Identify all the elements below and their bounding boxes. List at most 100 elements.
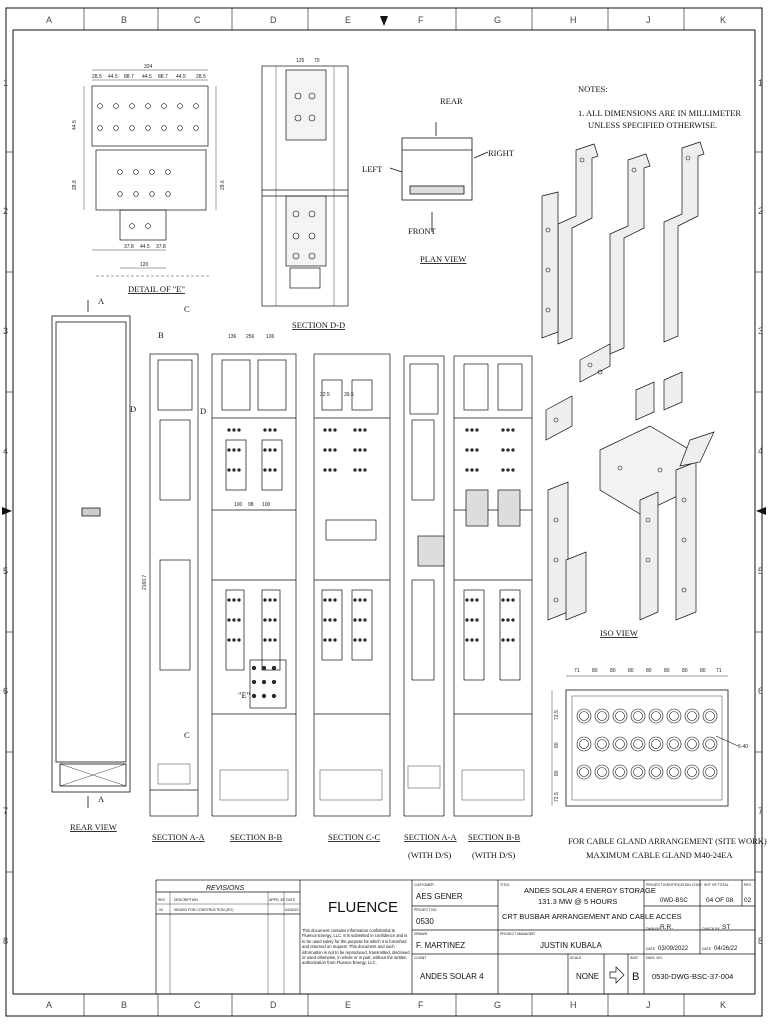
hole-mark [358,598,362,602]
section-dd-label: SECTION D-D [292,320,345,330]
hole-mark [271,665,277,671]
plan-view-label: PLAN VIEW [420,254,466,264]
grid-col-label: C [194,1000,201,1010]
hole-mark [687,711,697,721]
section-busbar-holes [227,428,515,699]
hole-mark [648,764,664,780]
customer-label: CUSTOMER [414,883,434,887]
hole-mark [271,679,277,685]
hole-mark [193,103,199,109]
hole-mark [630,764,646,780]
hole-mark [232,618,236,622]
hole-mark [475,468,479,472]
hole-mark [576,764,592,780]
client-label: CLIENT [414,956,427,960]
hole-mark [161,103,167,109]
hole-mark [97,103,103,109]
hole-mark [227,618,231,622]
hole-mark [227,448,231,452]
size-label: SIZE [630,956,638,960]
dim-label: 29.6 [220,180,226,190]
hole-mark [263,468,267,472]
hole-mark [475,448,479,452]
hole-mark [475,638,479,642]
hole-mark [129,125,135,131]
hole-mark [594,764,610,780]
hole-mark [113,125,119,131]
iso-view-label: ISO VIEW [600,628,638,638]
client-value: ANDES SOLAR 4 [420,972,484,981]
grid-row-label: 8 [758,936,763,946]
cable-gland-side-dims: 72.5 80 80 72.5 [554,710,560,802]
hole-mark [475,598,479,602]
drawn-label: DRAWN [414,932,428,936]
title-block [155,879,756,995]
grid-rows-right: 1 2 3 4 5 6 7 8 [758,78,763,946]
dim-label: 136 [228,334,237,340]
dim-label: 28.5 [196,74,206,80]
hole-mark [261,665,267,671]
projection-arrow-icon [609,966,625,984]
rear-view-label: REAR VIEW [70,822,117,832]
hole-mark [579,767,589,777]
dim-label: 44.5 [72,120,78,130]
hole-mark [268,428,272,432]
hole-mark [587,362,593,368]
dwn-by-value: R.R. [660,924,673,931]
dim-label: 44.5 [142,74,152,80]
hole-mark [705,767,715,777]
hole-mark [666,708,682,724]
grid-row-label: 8 [3,936,8,946]
hole-mark [133,191,139,197]
grid-row-label: 1 [758,78,763,88]
grid-row-label: 2 [3,206,8,216]
hole-mark [145,125,151,131]
dim-label: 37.8 [156,244,166,250]
scale-label: SCALE [570,956,582,960]
dim-label: 71 [574,668,580,674]
hole-mark [227,598,231,602]
hole-mark [328,448,332,452]
hole-mark [702,764,718,780]
hole-mark [268,638,272,642]
hole-mark [597,711,607,721]
hole-mark [261,679,267,685]
grid-row-label: 6 [758,686,763,696]
plan-label-left: LEFT [362,164,383,174]
hole-mark [273,598,277,602]
hole-mark [501,468,505,472]
grid-row-label: 6 [3,686,8,696]
hole-mark [263,448,267,452]
plan-view-drawing [389,122,489,232]
grid-col-label: J [646,15,651,25]
pm-label: PROJECT MANAGER [500,932,535,936]
hole-mark [506,448,510,452]
hole-mark [465,468,469,472]
hole-mark [251,665,257,671]
hole-mark [465,448,469,452]
grid-col-label: E [345,15,351,25]
hole-mark [363,428,367,432]
grid-col-label: B [121,15,127,25]
grid-col-label: B [121,1000,127,1010]
plan-label-right: RIGHT [488,148,515,158]
notes-line-1: 1. ALL DIMENSIONS ARE IN MILLIMETER [578,108,741,118]
rev-header: REV [158,898,166,902]
hole-mark [161,125,167,131]
date2-value: 04/26/22 [714,946,738,952]
grid-col-label: K [720,1000,726,1010]
dim-label: 100 [262,502,271,508]
dim-label: 100 [234,502,243,508]
hole-mark [669,767,679,777]
hole-mark [165,169,171,175]
hole-mark [227,468,231,472]
rev-date: 04/26/22 [285,908,299,912]
dim-label: 37.8 [124,244,134,250]
grid-row-label: 5 [758,566,763,576]
title-line-2: 131.3 MW @ 5 HOURS [538,897,617,906]
hole-mark [669,739,679,749]
grid-col-label: E [345,1000,351,1010]
size-value: B [632,971,639,983]
hole-mark [263,598,267,602]
